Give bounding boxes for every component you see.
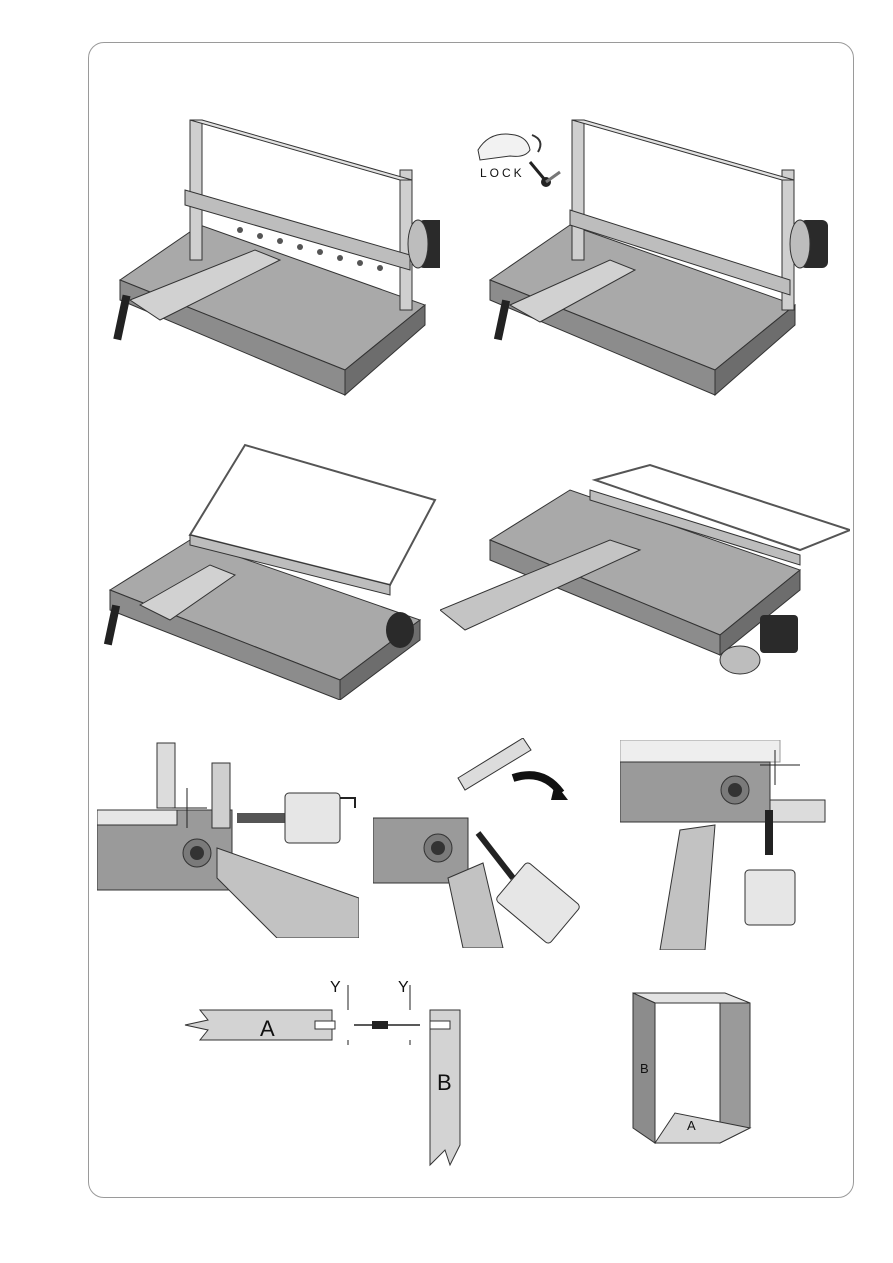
box-bottom-label: A [687, 1118, 696, 1133]
part-a-label: A [260, 1016, 275, 1041]
machine-illustration-1 [100, 110, 440, 400]
detail-view-1 [97, 738, 359, 938]
lock-label: LOCK [480, 166, 525, 180]
machine-illustration-2: LOCK [470, 110, 840, 400]
gap-label-right: Y [398, 979, 409, 996]
machine-illustration-4 [440, 460, 850, 700]
detail-view-3 [620, 740, 852, 950]
detail-view-2 [373, 738, 613, 948]
part-b-label: B [437, 1070, 452, 1095]
assembled-box: B A [625, 988, 755, 1148]
machine-illustration-3 [100, 440, 440, 700]
box-side-label: B [640, 1061, 649, 1076]
gap-label-left: Y [330, 979, 341, 996]
joint-diagram: Y Y A B [180, 970, 480, 1180]
